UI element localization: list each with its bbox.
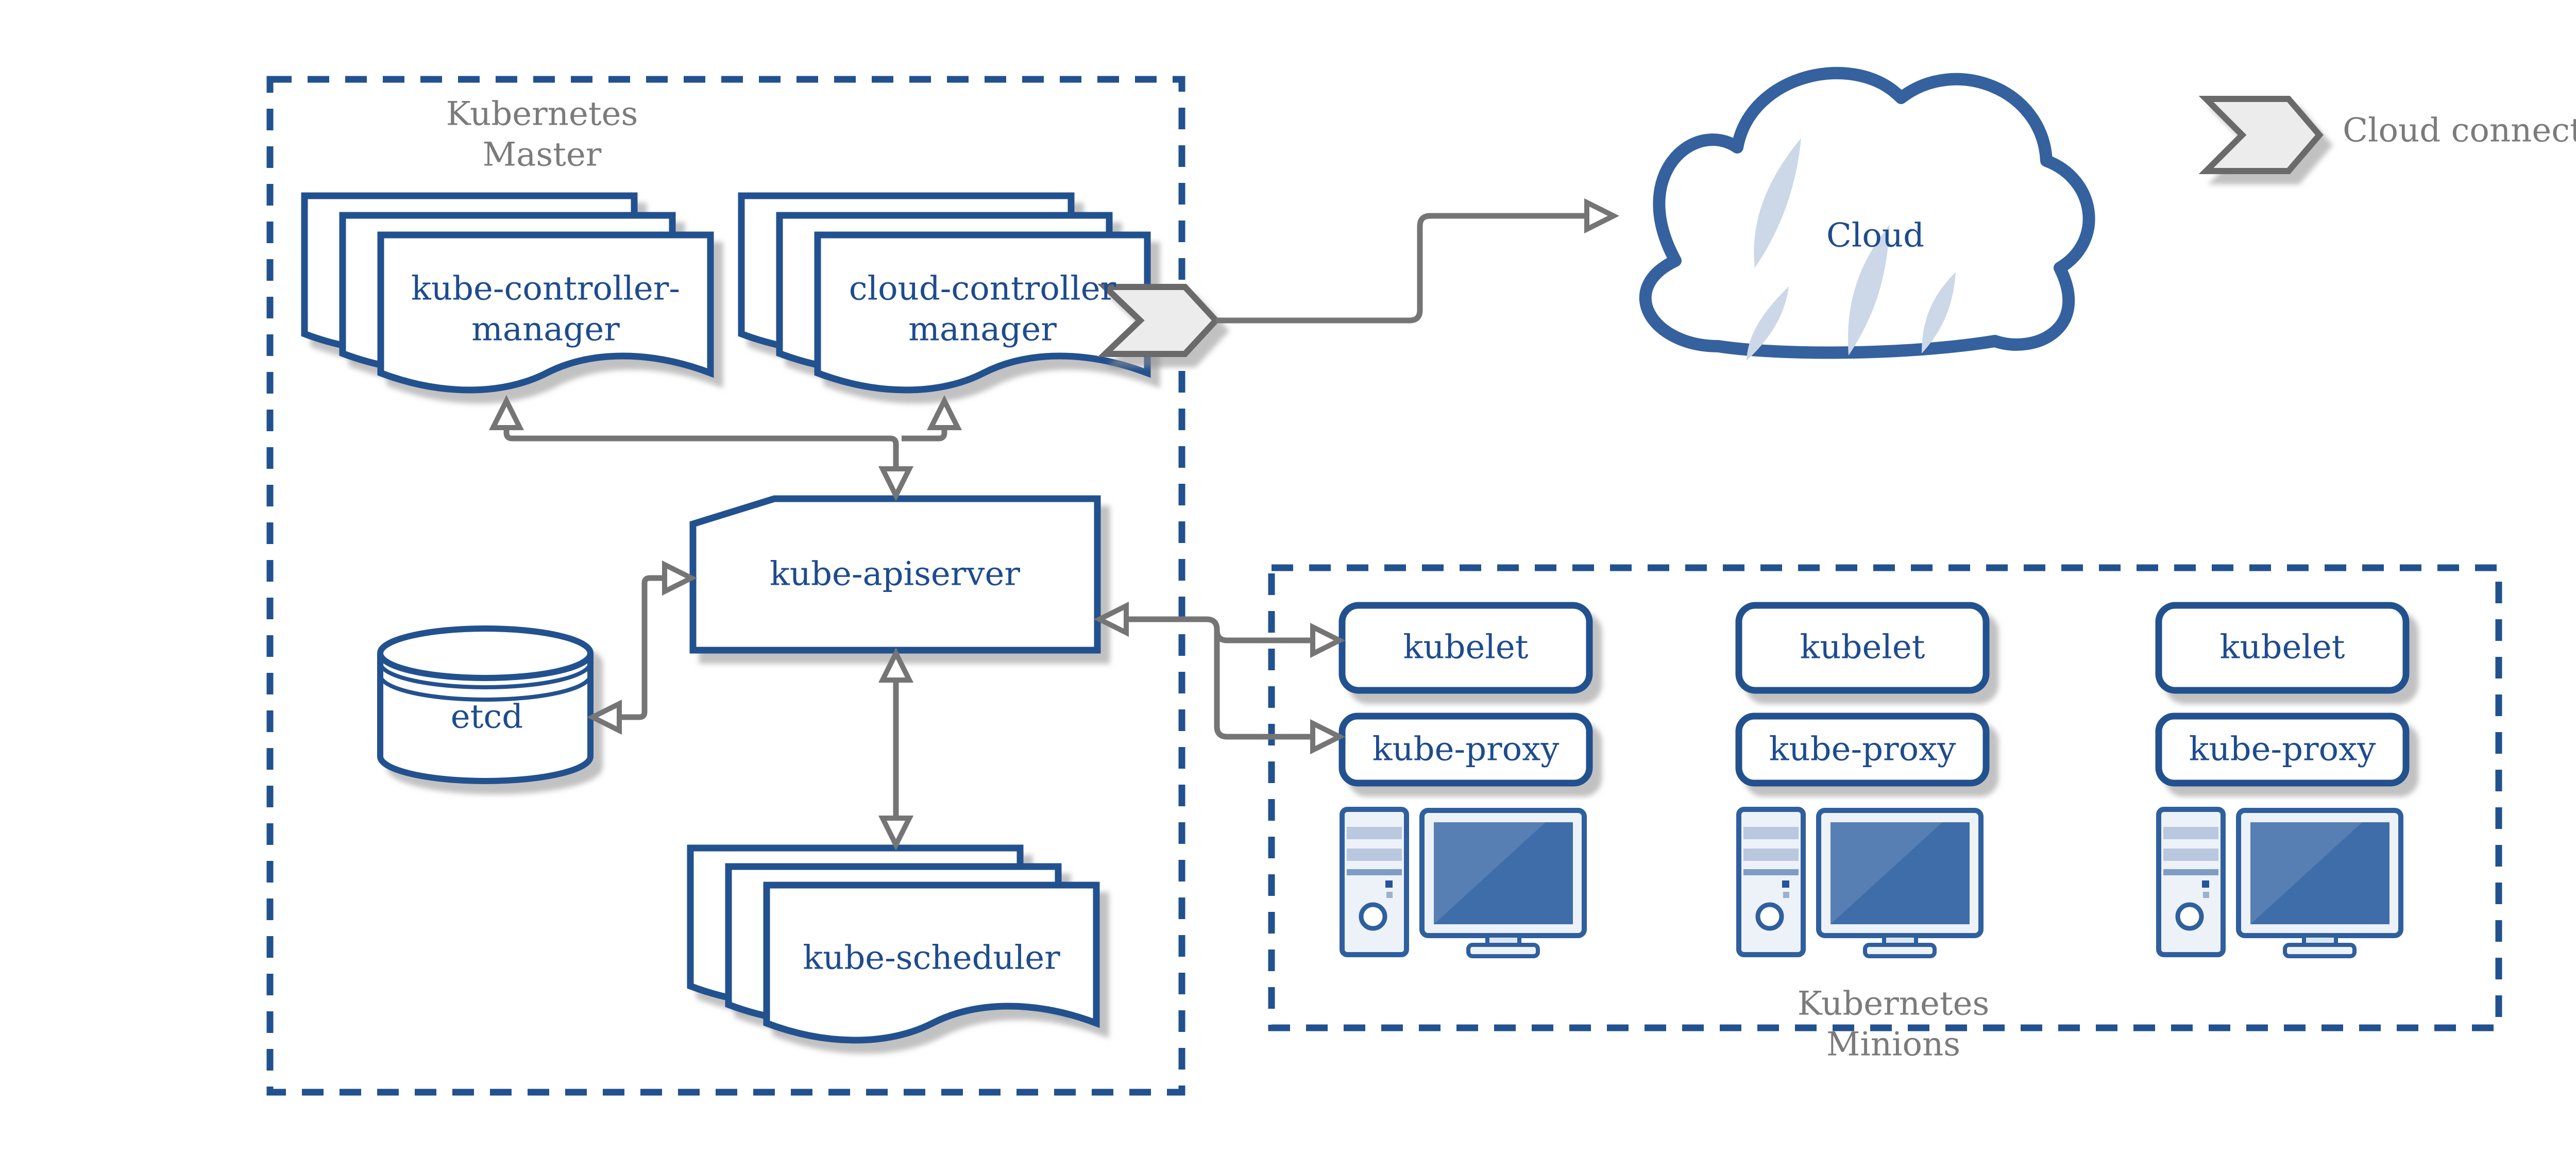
kubernetes-master-boundary (266, 76, 1185, 1096)
kube-proxy-label: kube-proxy (2189, 730, 2376, 769)
minion-computer-icon (2159, 809, 2401, 956)
master-label-line1: Kubernetes (446, 95, 638, 133)
cloud-label: Cloud (1826, 216, 1925, 255)
kubelet-box (1735, 602, 1990, 694)
master-label-line2: Master (482, 136, 602, 174)
kube-proxy-box (1735, 713, 1990, 787)
cloud-connector-icon (1097, 284, 1221, 357)
kube-controller-manager-label: kube-controller- manager (411, 269, 680, 349)
arrow-apiserver-kubelet (1214, 630, 1315, 643)
arrow-apiserver-to-controllers (503, 426, 899, 471)
cloud-connector-legend-icon (2198, 96, 2324, 174)
kubelet-box (2155, 602, 2410, 694)
etcd-database-icon (377, 625, 594, 784)
arrow-apiserver-etcd (617, 575, 667, 720)
arrow-apiserver-to-cloud-controller (902, 426, 947, 442)
kubelet-label: kubelet (1403, 628, 1529, 667)
arrowheads (488, 198, 1620, 851)
minion-computer-icon (1739, 809, 1981, 956)
kube-proxy-box (1338, 713, 1593, 787)
kubernetes-minions-boundary (1268, 564, 2502, 1031)
kube-apiserver-label: kube-apiserver (770, 555, 1020, 594)
cloud-controller-manager-label: cloud-controller manager (849, 269, 1116, 349)
cloud-icon (1639, 66, 2095, 361)
minion-computer-icon (1342, 809, 1584, 956)
master-label: Kubernetes Master (446, 94, 638, 176)
etcd-label: etcd (450, 698, 523, 736)
kube-proxy-label: kube-proxy (1769, 730, 1956, 769)
kubelet-label: kubelet (2219, 628, 2345, 667)
arrow-connector-to-cloud (1216, 213, 1585, 324)
connector-arrows (503, 213, 1585, 820)
minions-label-line1: Kubernetes (1797, 985, 1990, 1023)
arrow-apiserver-kube-proxy (1124, 616, 1315, 740)
minions-label: Kubernetes Minions (1798, 984, 1990, 1066)
minions-label-line2: Minions (1826, 1026, 1961, 1064)
kubelet-label: kubelet (1800, 628, 1925, 667)
kube-proxy-box (2155, 713, 2410, 787)
minion-process-boxes (1338, 602, 2410, 787)
kube-proxy-label: kube-proxy (1372, 730, 1560, 769)
kubelet-box (1338, 602, 1593, 694)
cloud-connector-legend-label: Cloud connector (2343, 111, 2576, 150)
kube-scheduler-label: kube-scheduler (803, 939, 1060, 977)
